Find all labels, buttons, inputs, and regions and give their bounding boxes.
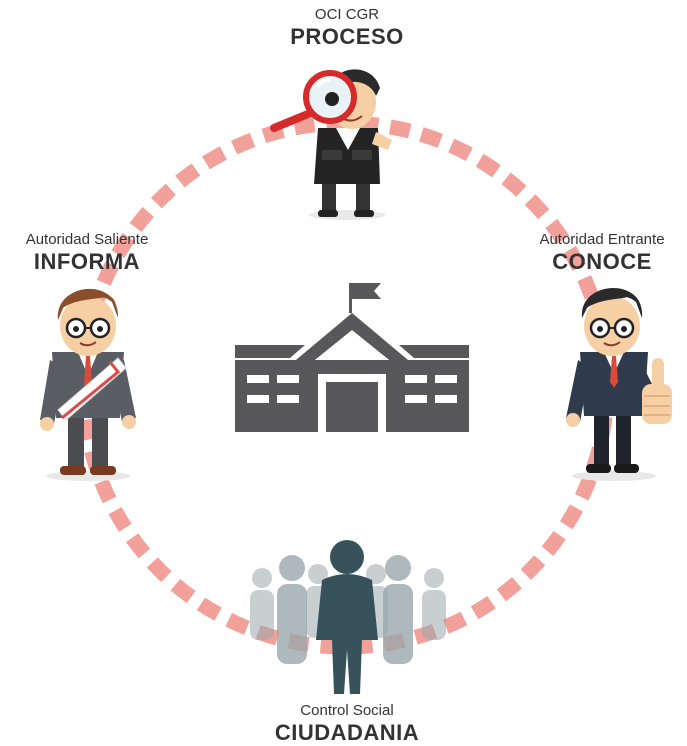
school-building-icon bbox=[235, 283, 469, 432]
node-left-subtitle: Autoridad Saliente bbox=[25, 231, 149, 248]
incoming-authority-figure bbox=[566, 287, 672, 481]
node-left-label: Autoridad Saliente INFORMA bbox=[2, 231, 172, 275]
node-left-title: INFORMA bbox=[33, 249, 141, 274]
outgoing-authority-figure bbox=[40, 288, 136, 481]
node-bottom-label: Control Social CIUDADANIA bbox=[237, 702, 457, 746]
node-top-label: OCI CGR PROCESO bbox=[247, 6, 447, 50]
thumbs-up-icon bbox=[642, 358, 672, 424]
crowd-icon bbox=[250, 540, 446, 694]
flag-icon bbox=[349, 283, 381, 313]
node-top-title: PROCESO bbox=[290, 24, 404, 49]
node-bottom-title: CIUDADANIA bbox=[274, 720, 420, 745]
node-right-subtitle: Autoridad Entrante bbox=[539, 231, 665, 248]
auditor-figure bbox=[270, 69, 392, 220]
node-bottom-subtitle: Control Social bbox=[300, 702, 394, 719]
magnifier-icon bbox=[270, 70, 357, 132]
node-right-label: Autoridad Entrante CONOCE bbox=[517, 231, 687, 275]
node-top-subtitle: OCI CGR bbox=[314, 6, 380, 23]
node-right-title: CONOCE bbox=[552, 249, 652, 274]
